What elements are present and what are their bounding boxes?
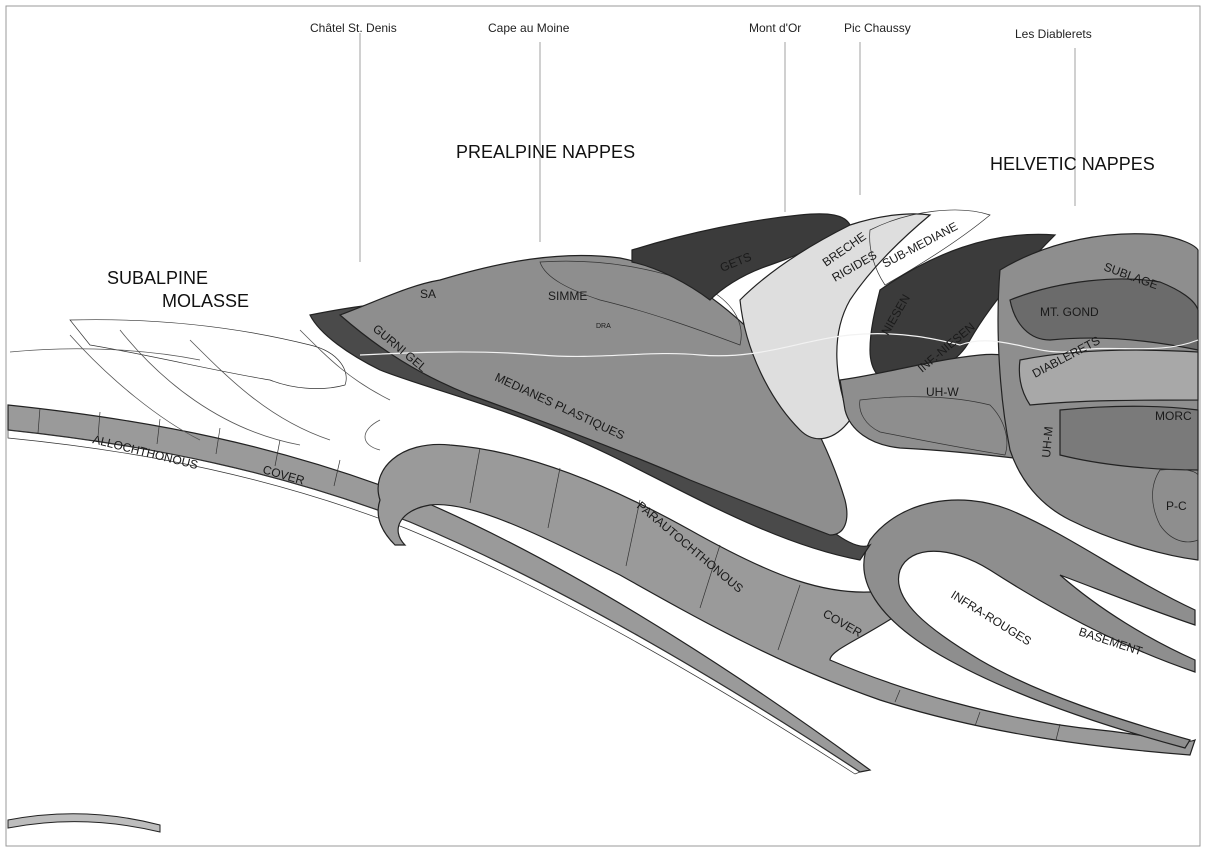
unit-label-p-c: P-C — [1166, 499, 1187, 513]
peak-label-cape: Cape au Moine — [488, 21, 570, 35]
unit-label-mt-gond: MT. GOND — [1040, 305, 1099, 319]
unit-label-dra: DRA — [596, 323, 611, 330]
unit-label-simme: SIMME — [548, 289, 587, 303]
peak-label-diablerets: Les Diablerets — [1015, 27, 1092, 41]
group-label-molasse: MOLASSE — [162, 291, 249, 311]
unit-label-morc: MORC — [1155, 409, 1192, 423]
unit-label-uh-w: UH-W — [926, 385, 959, 399]
peak-label-chatel: Châtel St. Denis — [310, 21, 397, 35]
peak-label-montdor: Mont d'Or — [749, 21, 801, 35]
diablerets-nappe — [1019, 350, 1198, 405]
group-label-helvetic: HELVETIC NAPPES — [990, 154, 1155, 174]
group-label-subalpine: SUBALPINE — [107, 268, 208, 288]
group-label-prealpine: PREALPINE NAPPES — [456, 142, 635, 162]
peak-label-chaussy: Pic Chaussy — [844, 21, 911, 35]
unit-label-sa: SA — [420, 287, 436, 301]
unit-label-uh-m: UH-M — [1039, 426, 1056, 458]
